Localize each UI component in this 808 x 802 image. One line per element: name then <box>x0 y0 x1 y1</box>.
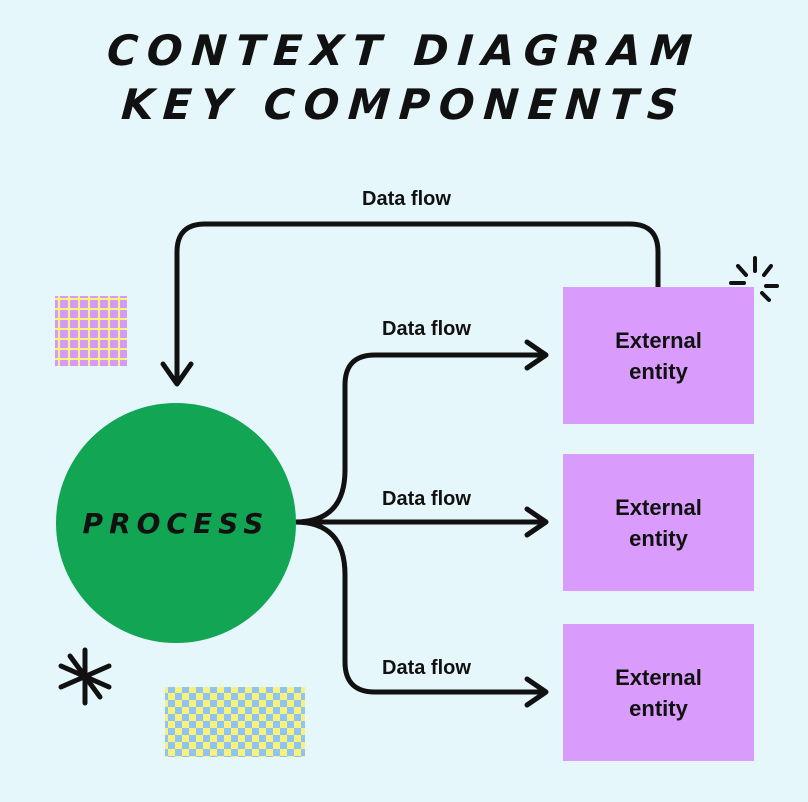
top-flow-arrowhead <box>160 361 194 387</box>
external-entity-label: External entity <box>615 327 702 384</box>
purple-grid-decoration <box>55 296 127 366</box>
flow-arrowhead-1 <box>524 339 549 371</box>
flow-arrows <box>160 221 661 708</box>
flow-arrow-3 <box>292 519 548 695</box>
asterisk-decoration <box>58 647 112 706</box>
flow-label-1: Data flow <box>382 318 471 340</box>
external-entity-label: External entity <box>615 494 702 551</box>
external-entity-box-3: External entity <box>563 624 754 761</box>
external-entity-label: External entity <box>615 664 702 721</box>
flow-label-3: Data flow <box>382 657 471 679</box>
process-label: PROCESS <box>82 506 270 540</box>
flow-arrow-1 <box>292 352 548 525</box>
flow-label-2: Data flow <box>382 488 471 510</box>
top-flow-label: Data flow <box>362 188 451 210</box>
process-circle: PROCESS <box>56 403 296 643</box>
external-entity-box-1: External entity <box>563 287 754 424</box>
flow-arrowhead-2 <box>524 506 549 538</box>
checker-decoration <box>165 687 305 757</box>
top-flow-arrow <box>174 221 661 386</box>
flow-arrowhead-3 <box>524 676 549 708</box>
external-entity-box-2: External entity <box>563 454 754 591</box>
